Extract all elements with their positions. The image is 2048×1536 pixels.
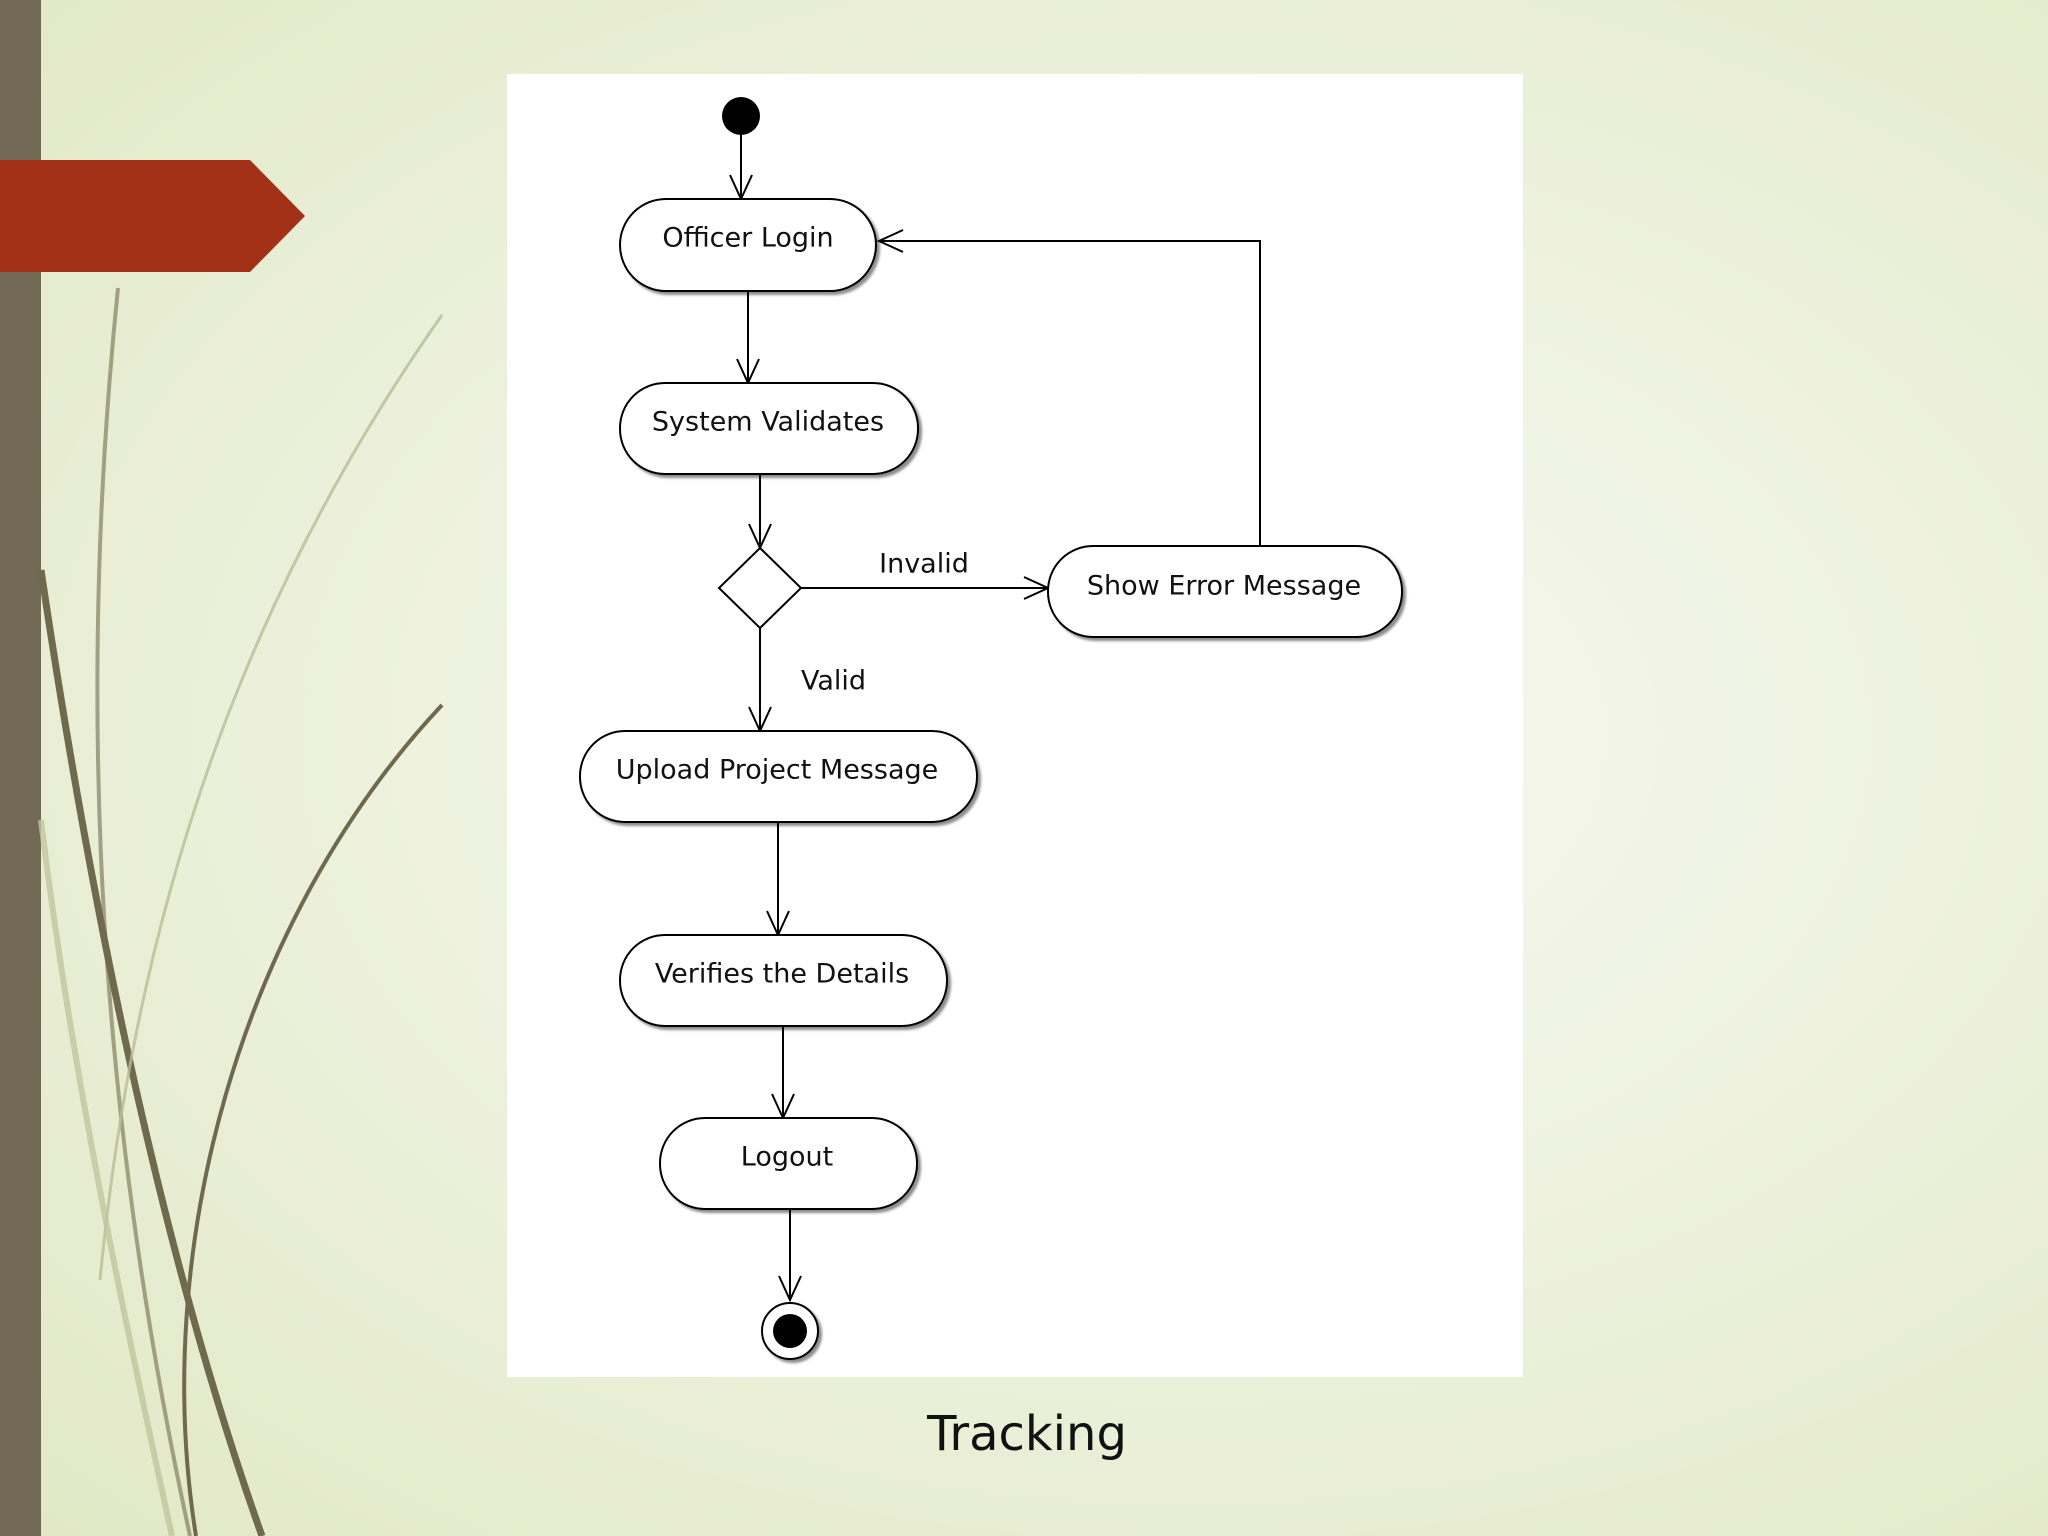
diagram-panel: Officer Login System Validates Invalid V… [507,74,1523,1377]
decision-node [717,546,803,630]
action-system-validates: System Validates [619,382,919,475]
action-verifies-the-details: Verifies the Details [619,934,948,1027]
decorative-swooshes [37,287,444,1536]
arrowhead [778,1275,802,1303]
action-show-error-message: Show Error Message [1047,545,1403,638]
action-label: Show Error Message [1087,571,1361,602]
final-node [761,1302,819,1360]
action-label: Logout [741,1142,833,1173]
action-logout: Logout [659,1117,918,1210]
edge-error-to-login [879,240,1261,546]
arrowhead [876,229,904,253]
action-label: Officer Login [662,223,833,254]
activity-diagram: Officer Login System Validates Invalid V… [579,97,1403,1360]
slide-caption: Tracking [927,1406,1127,1462]
connectors [740,132,1261,1300]
guard-label-valid: Valid [801,666,866,697]
title-tag-shape [0,160,305,272]
action-upload-project-message: Upload Project Message [579,730,978,823]
initial-node [722,97,760,135]
action-label: Verifies the Details [655,959,909,990]
guard-label-invalid: Invalid [879,549,969,580]
action-label: Upload Project Message [616,755,938,786]
action-officer-login: Officer Login [619,198,877,292]
action-label: System Validates [652,407,884,438]
